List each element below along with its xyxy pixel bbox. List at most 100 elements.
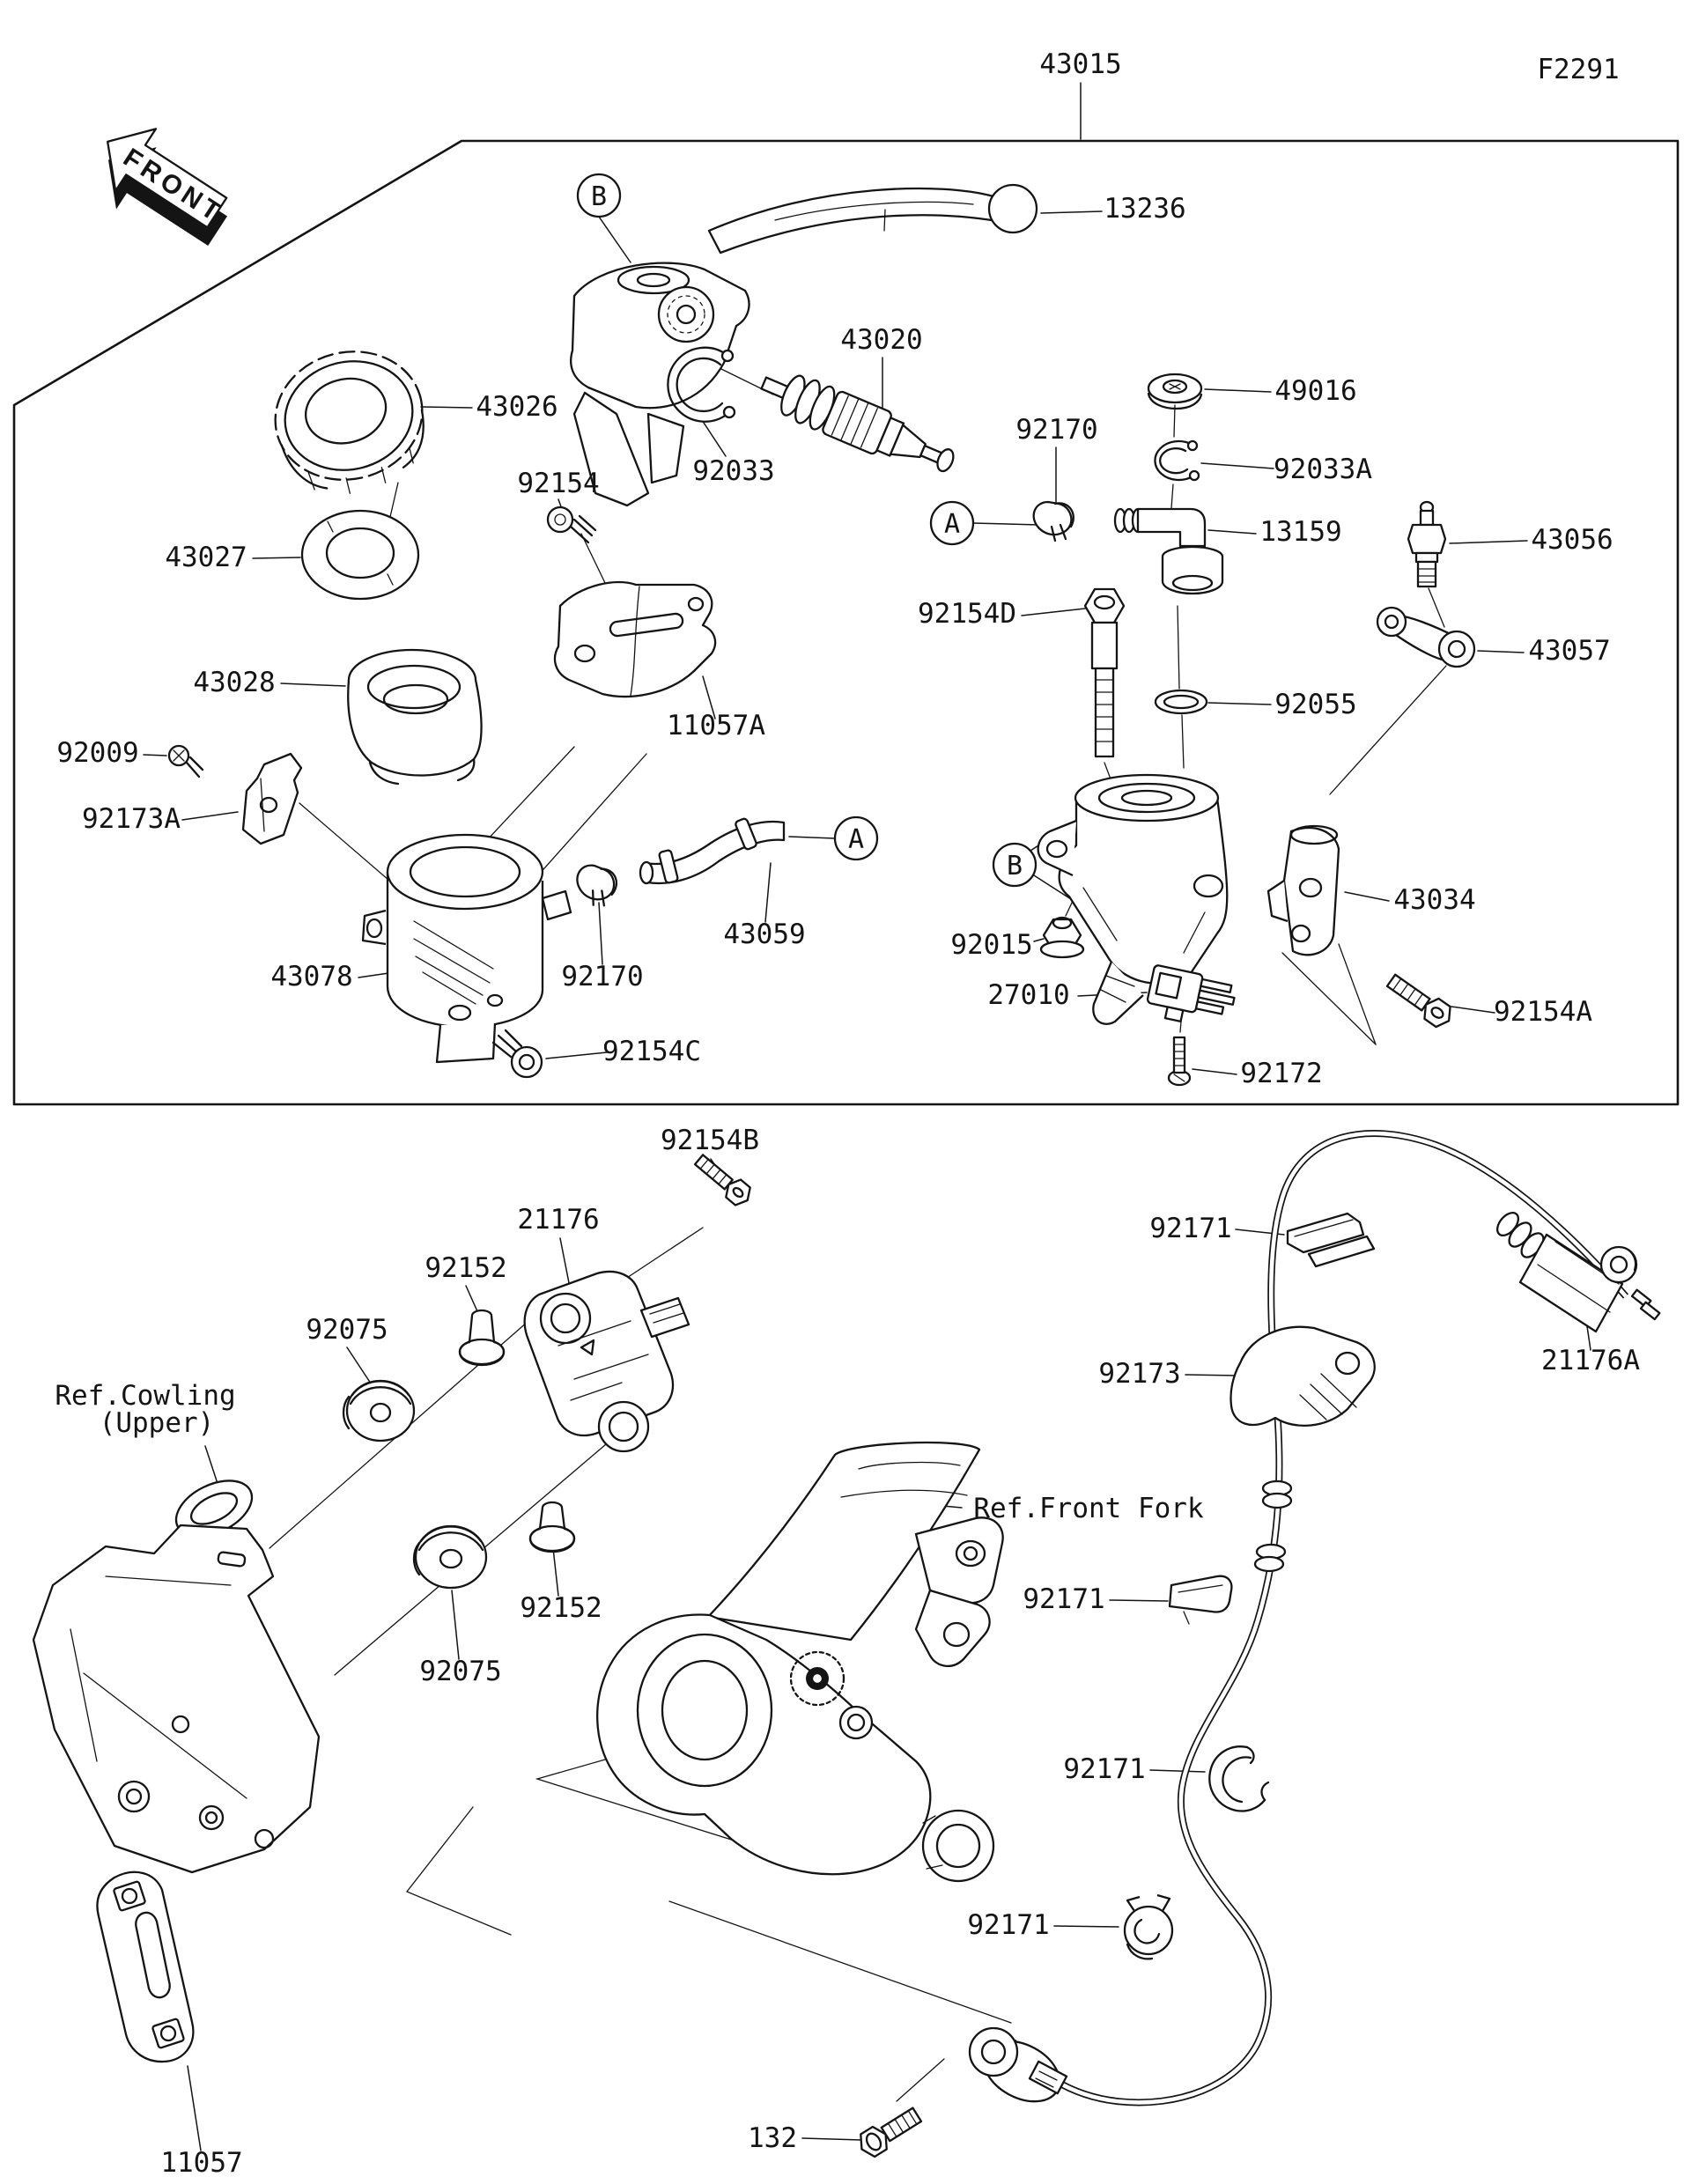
part-label-92173: 92173 <box>1098 1358 1180 1390</box>
washer-92055-drawing <box>1154 689 1208 715</box>
ref-label-cowling-line2: (Upper) <box>100 1407 215 1439</box>
part-label-43034: 43034 <box>1393 884 1475 916</box>
bolt-92154D-drawing <box>1083 587 1126 758</box>
part-label-43027: 43027 <box>165 542 247 573</box>
screw-92172-drawing <box>1167 1036 1192 1087</box>
view-marker-B-lever-label: B <box>591 181 607 212</box>
part-label-43020: 43020 <box>840 324 922 356</box>
part-labels: 43015 F2291 13236 43020 43026 92154 9203… <box>55 48 1640 2179</box>
part-label-92154B: 92154B <box>661 1125 759 1156</box>
front-fork-drawing <box>596 1441 1004 1883</box>
part-label-92075-1: 92075 <box>306 1314 388 1346</box>
view-marker-A-clamp: A <box>929 500 975 546</box>
grommet-92075-first-drawing <box>342 1379 416 1442</box>
view-marker-A-hose: A <box>833 815 879 861</box>
part-label-92154C: 92154C <box>602 1036 701 1067</box>
diaphragm-43028-drawing <box>347 648 483 786</box>
part-label-92171-3: 92171 <box>1063 1753 1145 1785</box>
reservoir-43078-drawing <box>361 833 572 1064</box>
screw-92009-drawing <box>167 744 204 778</box>
view-marker-A-hose-label: A <box>848 824 864 855</box>
screw-92154-drawing <box>546 505 597 544</box>
part-label-92033: 92033 <box>692 455 774 487</box>
grommet-92075-second-drawing <box>412 1524 488 1590</box>
bracket-11057A-drawing <box>553 580 717 698</box>
cap-49016-drawing <box>1147 373 1203 410</box>
part-label-43026: 43026 <box>476 391 558 423</box>
bracket-92173A-drawing <box>241 752 303 845</box>
collar-92152-second-drawing <box>528 1501 576 1553</box>
part-label-92033A: 92033A <box>1274 454 1372 485</box>
figure-code-label: F2291 <box>1537 54 1619 85</box>
part-label-92154D: 92154D <box>918 598 1016 630</box>
part-label-43078: 43078 <box>270 961 352 992</box>
link-43057-drawing <box>1376 606 1476 668</box>
view-marker-B-cylinder: B <box>992 842 1037 888</box>
bolt-92154C-drawing <box>491 1029 543 1079</box>
part-label-92171-1: 92171 <box>1149 1213 1231 1244</box>
brake-lever-drawing <box>570 183 1038 507</box>
part-label-21176: 21176 <box>517 1204 599 1236</box>
clip-92171-second-drawing <box>1168 1575 1233 1625</box>
ref-label-cowling-line1: Ref.Cowling <box>55 1380 235 1412</box>
front-arrow-icon: FRONT <box>107 128 229 247</box>
part-label-43028: 43028 <box>193 667 275 698</box>
part-label-27010: 27010 <box>987 979 1069 1011</box>
part-label-11057A: 11057A <box>667 710 765 742</box>
part-label-92055: 92055 <box>1274 689 1356 720</box>
part-label-43056: 43056 <box>1531 524 1613 556</box>
bracket-11057-drawing <box>96 1870 195 2063</box>
reservoir-cap-43026-drawing <box>274 350 425 494</box>
speed-sensor-drawing <box>968 2026 1068 2103</box>
clamp-92170-upper-drawing <box>1032 500 1074 542</box>
circlip-92033-drawing <box>667 346 736 423</box>
master-cylinder-body-drawing <box>1037 773 1229 1025</box>
sensor-21176-drawing <box>523 1270 690 1453</box>
part-label-43059: 43059 <box>723 919 805 950</box>
diaphragm-plate-43027-drawing <box>300 509 420 601</box>
part-label-49016: 49016 <box>1274 375 1356 407</box>
bolt-92154A-drawing <box>1385 973 1451 1029</box>
part-label-13236: 13236 <box>1104 193 1185 225</box>
ref-label-front-fork: Ref.Front Fork <box>973 1493 1204 1524</box>
part-label-92154: 92154 <box>517 468 599 499</box>
part-label-13159: 13159 <box>1259 516 1341 548</box>
part-label-92171-4: 92171 <box>967 1909 1049 1941</box>
bolt-132-drawing <box>860 2107 923 2158</box>
upper-view-border <box>12 139 1680 1106</box>
view-marker-B-lever: B <box>576 173 622 218</box>
clip-92171-first-drawing <box>1286 1212 1376 1268</box>
switch-27010-drawing <box>1146 964 1236 1023</box>
abs-sensor-cable-drawing <box>1009 1130 1629 2107</box>
part-label-92015: 92015 <box>950 929 1032 961</box>
bleeder-valve-43056-drawing <box>1407 500 1447 588</box>
piston-43020-drawing <box>760 374 955 473</box>
bolt-92154B-drawing <box>693 1154 751 1206</box>
part-label-92152-2: 92152 <box>520 1592 602 1624</box>
part-label-92009: 92009 <box>56 737 138 769</box>
view-marker-B-cylinder-label: B <box>1007 851 1023 882</box>
circlip-92033A-drawing <box>1154 439 1200 482</box>
clip-92171-fourth-drawing <box>1123 1893 1174 1960</box>
part-label-43057: 43057 <box>1528 635 1610 667</box>
clip-92171-third-drawing <box>1208 1745 1270 1812</box>
connector-21176A-drawing <box>1495 1211 1661 1333</box>
part-label-92170-lower: 92170 <box>561 961 643 992</box>
part-label-92172: 92172 <box>1240 1058 1322 1089</box>
clamp-43034-drawing <box>1266 824 1340 956</box>
part-label-92075-2: 92075 <box>419 1656 501 1687</box>
bracket-92173-drawing <box>1229 1325 1376 1428</box>
elbow-fitting-13159-drawing <box>1113 507 1224 595</box>
part-label-92154A: 92154A <box>1494 996 1592 1028</box>
part-label-11057: 11057 <box>160 2147 242 2179</box>
hose-43059-drawing <box>639 817 786 885</box>
part-label-92170-upper: 92170 <box>1015 414 1097 446</box>
part-label-43015: 43015 <box>1039 48 1121 80</box>
collar-92152-first-drawing <box>458 1309 506 1367</box>
cowling-stay-drawing <box>32 1479 321 1874</box>
nut-92015-drawing <box>1039 916 1085 959</box>
part-label-132: 132 <box>748 2122 797 2154</box>
clamp-92170-lower-drawing <box>576 864 618 907</box>
view-marker-A-clamp-label: A <box>944 509 960 540</box>
